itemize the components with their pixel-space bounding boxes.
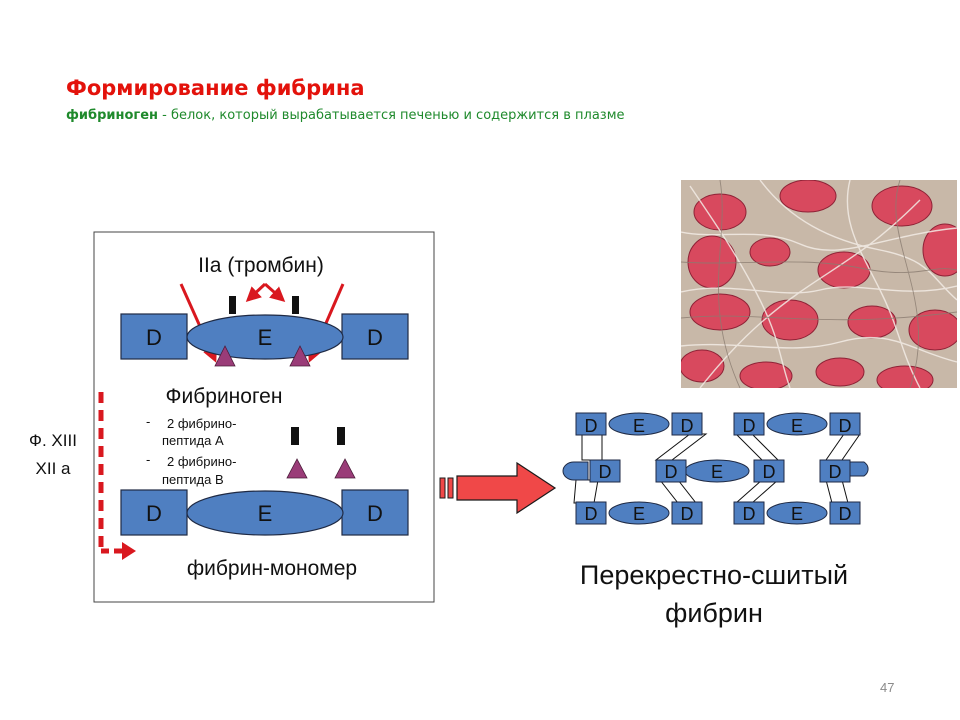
fibrin-row-middle: D D E D D xyxy=(562,459,869,483)
domain-d-label: D xyxy=(599,462,612,482)
crosslinked-fibrin-caption-line2: фибрин xyxy=(665,598,763,628)
thrombin-arrow-mid-left xyxy=(245,282,267,303)
fibrin-monomer: D E D xyxy=(120,489,409,536)
domain-d-left-label: D xyxy=(146,501,162,526)
domain-d-label: D xyxy=(743,504,756,524)
fibrinopeptide-b-triangle xyxy=(286,458,308,479)
domain-e-label: E xyxy=(791,504,803,524)
big-red-arrow xyxy=(439,461,557,515)
domain-e-label: E xyxy=(633,504,645,524)
domain-d-label: D xyxy=(839,416,852,436)
domain-d-label: D xyxy=(681,504,694,524)
peptide-b-line2: пептида B xyxy=(162,472,224,487)
crosslink-bridge xyxy=(573,479,599,504)
subtitle-description: - белок, который вырабатывается печенью … xyxy=(158,108,625,123)
peptide-b-line1: 2 фибрино- xyxy=(167,454,236,469)
thrombin-label: IIa (тромбин) xyxy=(198,254,324,277)
fibrinopeptide-a-mark xyxy=(291,427,299,445)
fibrin-row-top: D E D D E D xyxy=(575,412,861,436)
domain-e-label: E xyxy=(258,501,273,526)
peptide-a-line1: 2 фибрино- xyxy=(167,416,236,431)
factor-xiii-arrow xyxy=(98,392,136,560)
cleavage-mark-right xyxy=(292,296,299,314)
crosslinked-fibrin-network: D E D D E D D D E D D xyxy=(562,412,869,525)
cleavage-mark-left xyxy=(229,296,236,314)
slide-title: Формирование фибрина xyxy=(66,76,365,100)
fibrinopeptide-a-mark xyxy=(337,427,345,445)
crosslink-bridge xyxy=(734,433,780,461)
domain-e-label: E xyxy=(258,325,273,350)
left-panel-frame xyxy=(93,231,435,603)
domain-d-label: D xyxy=(585,416,598,436)
domain-d-label: D xyxy=(585,504,598,524)
domain-e-label: E xyxy=(711,462,723,482)
page-number: 47 xyxy=(880,680,895,695)
domain-d-left-label: D xyxy=(146,325,162,350)
factor-xiii-label: Ф. XIII xyxy=(29,431,77,450)
slide-subtitle: фибриноген - белок, который вырабатывает… xyxy=(66,108,625,123)
crosslink-bridge xyxy=(654,433,708,461)
fibrin-row-bottom: D E D D E D xyxy=(575,501,861,525)
domain-d-right-label: D xyxy=(367,501,383,526)
thrombin-arrow-mid-right xyxy=(264,282,286,302)
domain-e-label: E xyxy=(633,416,645,436)
domain-d-left xyxy=(120,489,188,536)
domain-e-label: E xyxy=(791,416,803,436)
domain-d-label: D xyxy=(829,462,842,482)
peptide-triangle xyxy=(289,345,311,367)
domain-d-right xyxy=(341,313,409,360)
fibrin-monomer-label: фибрин-мономер xyxy=(187,557,357,580)
peptide-triangle xyxy=(214,345,236,367)
domain-d-label: D xyxy=(665,462,678,482)
crosslink-bridge xyxy=(658,479,698,504)
crosslink-bridge xyxy=(825,433,861,461)
domain-d-label: D xyxy=(763,462,776,482)
crosslink-bridge xyxy=(825,479,849,504)
domain-e xyxy=(186,490,344,536)
crosslinked-fibrin-caption-line1: Перекрестно-сшитый xyxy=(580,560,848,590)
peptide-a-line2: пептида A xyxy=(162,433,224,448)
peptide-a-dash: - xyxy=(146,414,150,429)
fibrinogen-molecule: D E D xyxy=(120,313,409,367)
fibrinopeptide-b-triangle xyxy=(334,458,356,479)
crosslink-bridge xyxy=(581,433,603,461)
peptide-b-dash: - xyxy=(146,452,150,467)
subtitle-term: фибриноген xyxy=(66,108,159,123)
released-peptides: - 2 фибрино- пептида A - 2 фибрино- пепт… xyxy=(146,414,356,487)
factor-xiia-label: XII a xyxy=(36,459,72,478)
crosslink-bridge xyxy=(734,479,780,504)
fibrinogen-label: Фибриноген xyxy=(166,385,283,408)
domain-d-label: D xyxy=(743,416,756,436)
domain-d-label: D xyxy=(681,416,694,436)
domain-d-label: D xyxy=(839,504,852,524)
domain-d-right xyxy=(341,489,409,536)
domain-d-right-label: D xyxy=(367,325,383,350)
sem-clot-photo xyxy=(681,180,957,388)
